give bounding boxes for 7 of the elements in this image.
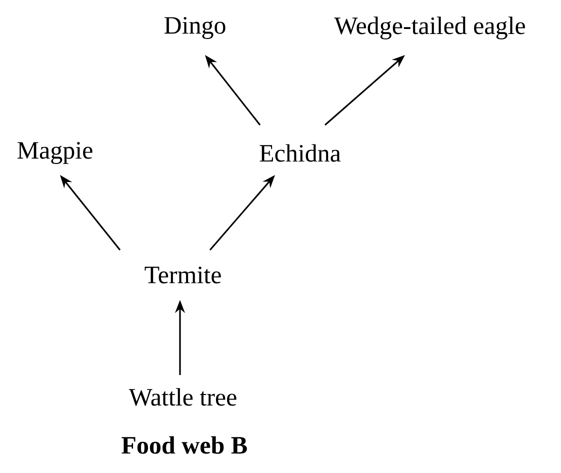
species-label: Dingo xyxy=(164,17,226,39)
caption: Food web B xyxy=(122,436,247,454)
species-label: Wedge-tailed eagle xyxy=(334,16,525,40)
species-label: Termite xyxy=(144,266,221,284)
species-label: Wattle tree xyxy=(128,388,236,406)
species-label: Magpie xyxy=(18,142,92,164)
species-label: Echidna xyxy=(260,144,341,162)
